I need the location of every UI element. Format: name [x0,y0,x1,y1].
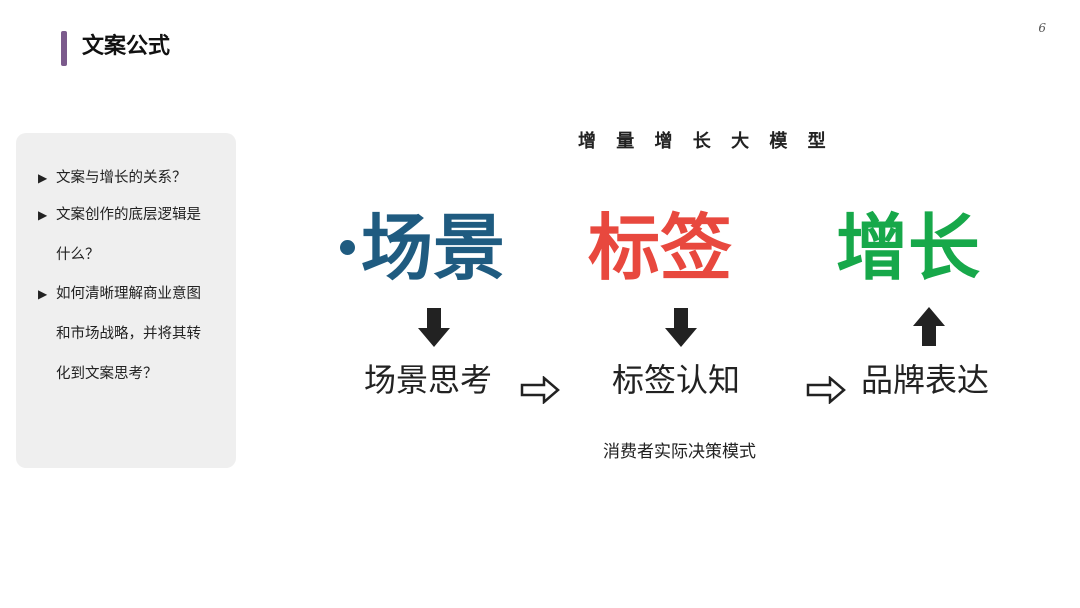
keyword-tag: 标签 [588,206,733,290]
triangle-bullet-icon: ▶ [38,171,48,185]
page-number: 6 [1038,21,1046,35]
keyword-growth: 增长 [836,206,981,290]
keyword-scene: 场景 [340,200,505,296]
question-item: ▶文案创作的底层逻辑是什么？ [38,195,214,275]
model-title: 增 量 增 长 大 模 型 [578,131,833,152]
arrow-down-icon [418,308,450,347]
decision-mode-caption: 消费者实际决策模式 [603,442,756,462]
triangle-bullet-icon: ▶ [38,287,48,301]
title-accent-bar [61,31,67,66]
step-scene-thinking: 场景思考 [364,361,493,399]
triangle-bullet-icon: ▶ [38,208,48,222]
bullet-dot-icon [340,239,355,255]
step-brand-expression: 品牌表达 [861,361,990,399]
questions-card: ▶文案与增长的关系？ ▶文案创作的底层逻辑是什么？ ▶如何清晰理解商业意图和市场… [16,133,236,468]
slide-title: 文案公式 [82,34,171,59]
question-item: ▶文案与增长的关系？ [38,158,214,198]
arrow-up-icon [913,307,945,346]
hollow-arrow-right-icon [520,376,560,404]
hollow-arrow-right-icon [806,376,846,404]
question-item: ▶如何清晰理解商业意图和市场战略，并将其转化到文案思考？ [38,274,214,394]
arrow-down-icon [665,308,697,347]
step-tag-cognition: 标签认知 [612,361,741,399]
